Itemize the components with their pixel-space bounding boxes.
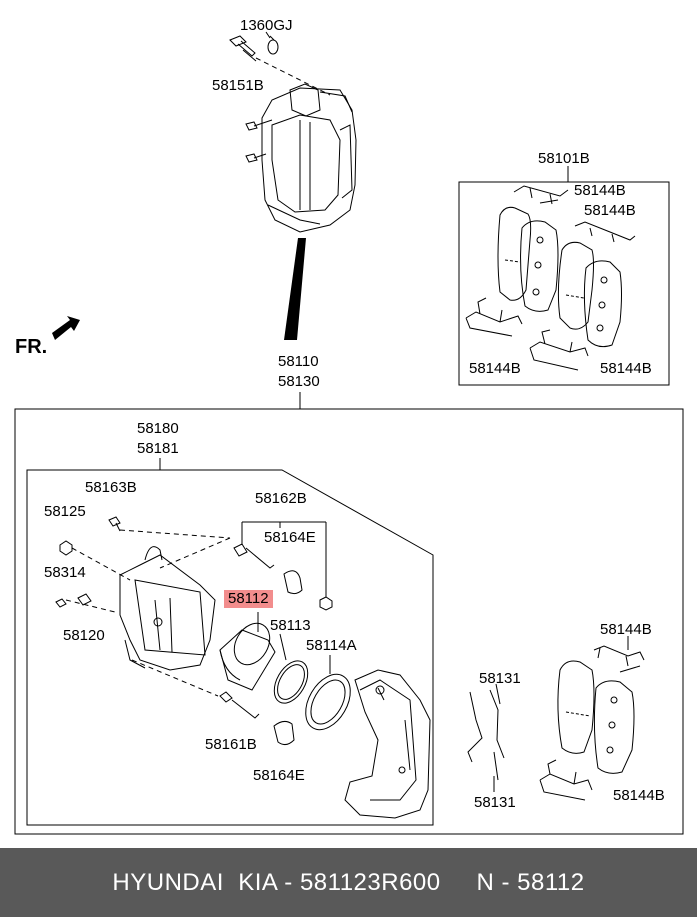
part-label-58163b: 58163B	[85, 479, 137, 496]
footer-bar: HYUNDAI KIA - 581123R600 N - 58112	[0, 848, 697, 917]
part-label-1360gj: 1360GJ	[240, 17, 293, 34]
part-label-58110: 58110	[278, 353, 319, 370]
part-label-58144b: 58144B	[584, 202, 636, 219]
part-label-58113: 58113	[270, 617, 311, 634]
part-label-58314: 58314	[44, 564, 86, 581]
part-label-58181: 58181	[137, 440, 179, 457]
front-direction-label: FR.	[15, 336, 48, 358]
part-label-58112-highlighted: 58112	[224, 590, 273, 608]
part-label-58144b: 58144B	[600, 360, 652, 377]
part-label-58125: 58125	[44, 503, 86, 520]
part-label-58161b: 58161B	[205, 736, 257, 753]
part-label-58131: 58131	[479, 670, 521, 687]
part-label-58114a: 58114A	[306, 637, 357, 654]
part-label-58130: 58130	[278, 373, 320, 390]
part-label-58120: 58120	[63, 627, 105, 644]
part-label-58144b: 58144B	[574, 182, 626, 199]
part-label-58164e: 58164E	[253, 767, 305, 784]
lower-caliper-illustration	[55, 516, 431, 819]
assembly-frame	[14, 408, 684, 835]
part-label-58144b: 58144B	[469, 360, 521, 377]
part-label-58151b: 58151B	[212, 77, 264, 94]
part-label-58101b: 58101B	[538, 150, 590, 167]
pad-kit-box	[458, 166, 670, 386]
part-label-58164e: 58164E	[264, 529, 316, 546]
top-caliper-illustration	[229, 31, 357, 340]
part-label-58144b: 58144B	[613, 787, 665, 804]
footer-part-number-text: HYUNDAI KIA - 581123R600 N - 58112	[112, 868, 585, 896]
part-label-58180: 58180	[137, 420, 179, 437]
part-label-58162b: 58162B	[255, 490, 307, 507]
part-label-58131: 58131	[474, 794, 516, 811]
right-pad-illustration	[467, 636, 645, 801]
front-arrow-icon	[52, 316, 80, 340]
part-label-58144b: 58144B	[600, 621, 652, 638]
caliper-body-frame	[26, 469, 434, 826]
